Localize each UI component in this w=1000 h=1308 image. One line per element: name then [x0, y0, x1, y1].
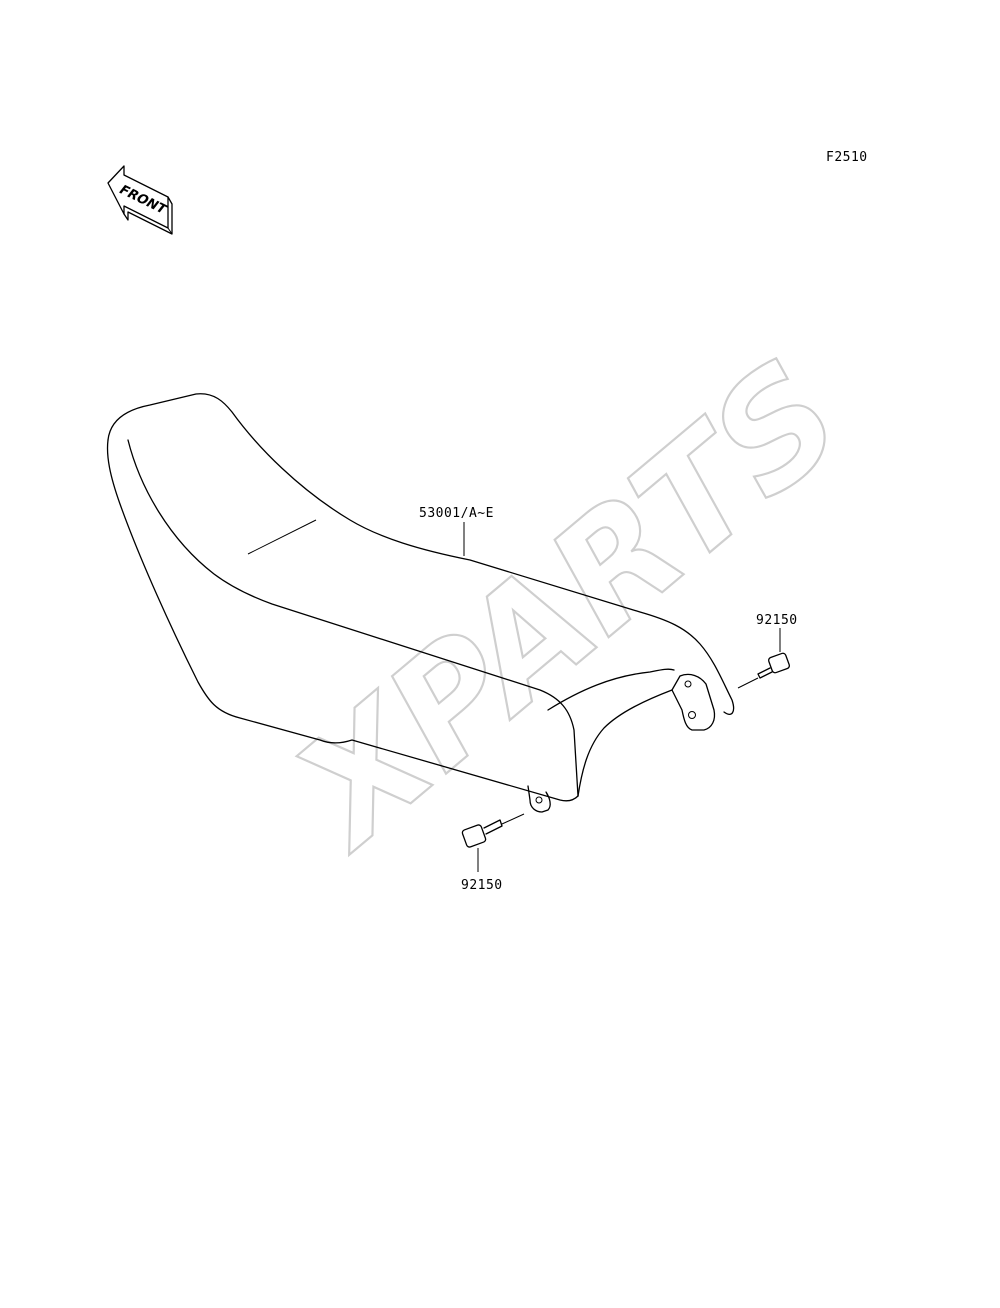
part-number-seat: 53001/A~E [419, 506, 494, 521]
part-number-bolt-right: 92150 [756, 613, 798, 628]
bolt-icon [461, 819, 503, 848]
callout-bolt-lower: 92150 [461, 813, 525, 893]
seat-assembly [106, 393, 735, 813]
callout-bolt-right: 92150 [737, 613, 798, 689]
figure-code: F2510 [826, 150, 868, 165]
part-number-bolt-lower: 92150 [461, 878, 503, 893]
watermark: XPARTS [260, 328, 874, 882]
callout-seat: 53001/A~E [419, 506, 494, 556]
front-arrow-icon: FRONT [107, 165, 173, 235]
bolt-icon [757, 652, 790, 679]
